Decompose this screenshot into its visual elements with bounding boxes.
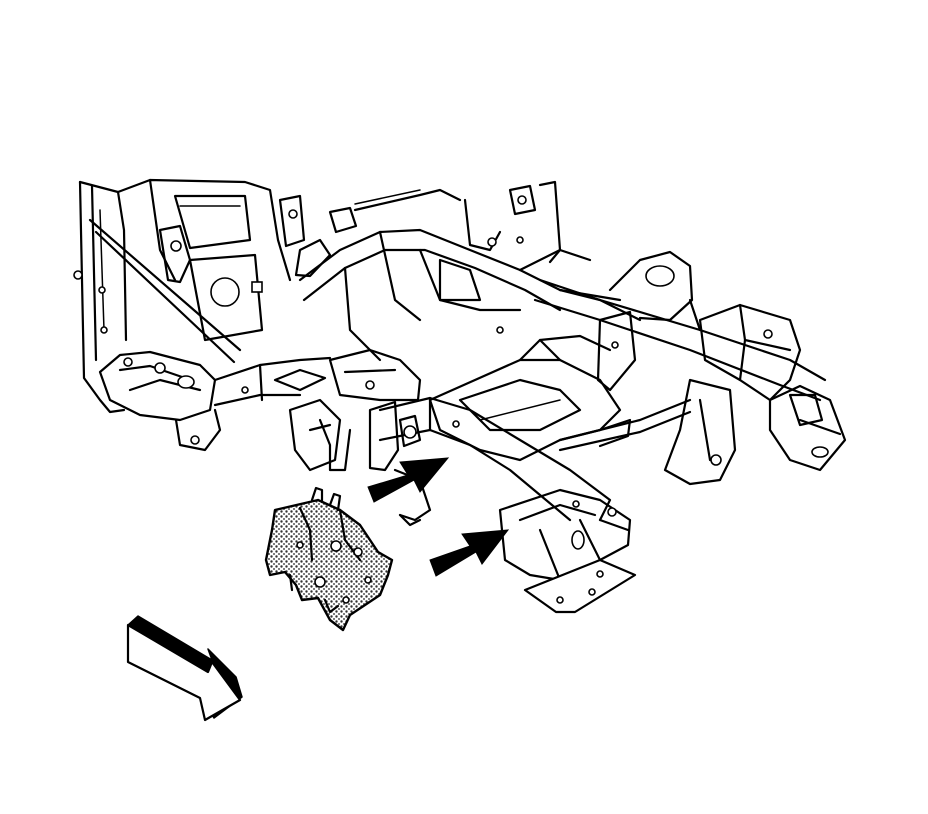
callout-arrow (367, 457, 450, 503)
front-direction-arrow (126, 615, 243, 722)
body-panel-outline (73, 178, 562, 414)
rear-frame-section (533, 250, 847, 486)
shaded-mount-bracket (264, 486, 394, 632)
frame-crossmember (428, 334, 692, 462)
callout-arrow (429, 529, 510, 577)
left-engine-mount (98, 348, 422, 472)
upper-frame-rails (298, 228, 642, 362)
front-frame-rail (318, 396, 637, 614)
